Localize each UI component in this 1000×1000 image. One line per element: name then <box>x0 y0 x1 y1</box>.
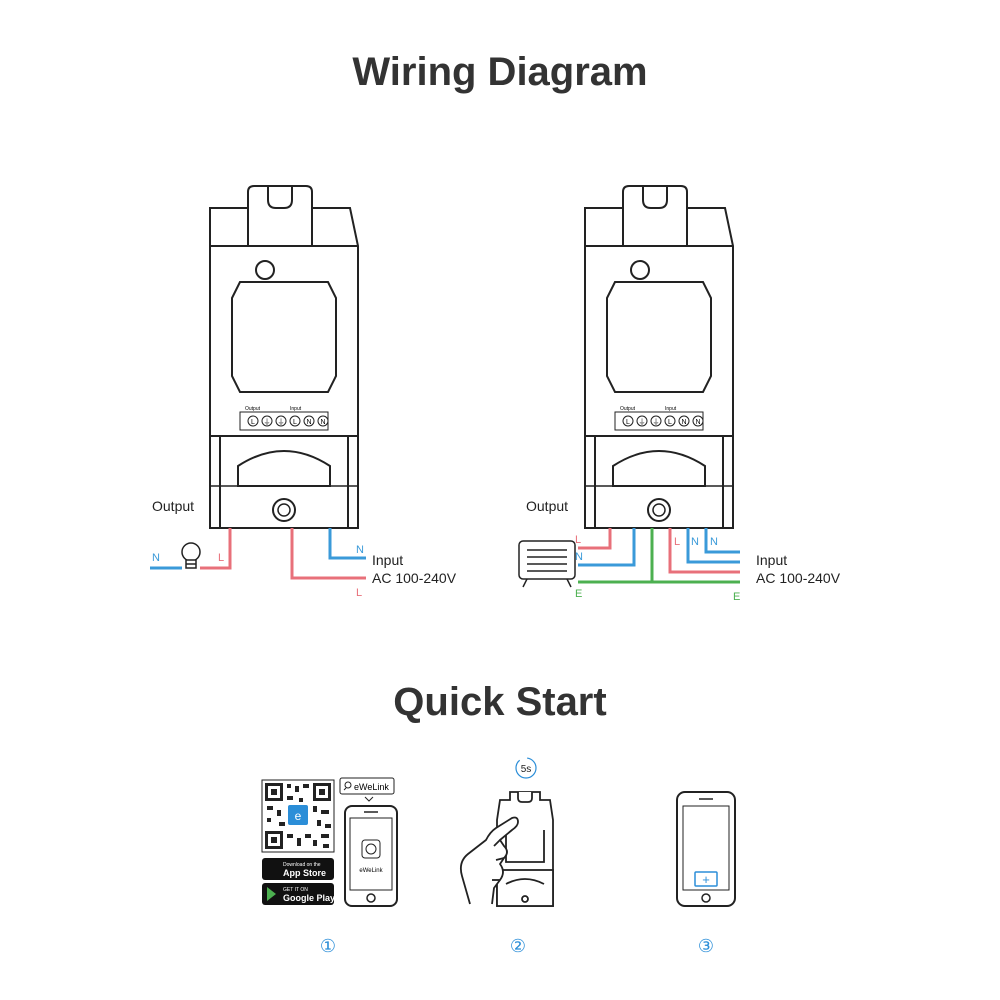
terminal-block: L ⏚ ⏚ L N N Output Input <box>239 406 329 431</box>
right-l-label-load: L <box>575 534 581 546</box>
left-voltage-label: AC 100-240V <box>372 570 457 586</box>
right-input-label: Input <box>756 552 787 568</box>
terminal-label: N <box>681 419 686 426</box>
earth-wire-input <box>650 528 740 584</box>
terminal-label: L <box>251 419 255 426</box>
svg-text:Download on the: Download on the <box>283 862 321 868</box>
qr-code: e <box>261 779 335 853</box>
earth-wire-load <box>578 528 654 584</box>
right-wiring <box>578 528 740 584</box>
terminal-label: N <box>306 419 311 426</box>
neutral-wire-load <box>578 528 636 567</box>
step1-number: ① <box>320 936 336 956</box>
terminal-label: N <box>320 419 325 426</box>
chevron-down-icon <box>364 796 374 802</box>
terminal-group-output: Output <box>245 406 261 412</box>
left-l-label-input: L <box>356 587 362 599</box>
left-wiring <box>150 528 366 580</box>
left-n-label-load: N <box>152 552 160 564</box>
live-wire-input <box>290 528 366 580</box>
svg-text:e: e <box>295 809 302 823</box>
terminal-group-output: Output <box>620 406 636 412</box>
neutral-wire-input-1 <box>686 528 740 564</box>
add-device-button[interactable]: + <box>694 871 718 887</box>
terminal-label: ⏚ <box>639 418 646 426</box>
right-n-label-top2: N <box>710 536 718 548</box>
step3-number: ③ <box>698 936 714 956</box>
terminal-block: L ⏚ ⏚ L N N Output Input <box>614 406 704 431</box>
svg-text:eWeLink: eWeLink <box>354 782 389 792</box>
right-output-label: Output <box>526 498 568 514</box>
search-bubble: eWeLink <box>339 777 395 802</box>
terminal-label: L <box>293 419 297 426</box>
right-n-label-load: N <box>575 551 583 563</box>
smart-switch-module-left: L ⏚ ⏚ L N N Output Input <box>209 185 359 529</box>
left-n-label-input: N <box>356 544 364 556</box>
phone-add-device <box>676 791 736 907</box>
svg-text:5s: 5s <box>521 764 532 775</box>
plus-icon: + <box>702 872 710 887</box>
svg-text:GET IT ON: GET IT ON <box>283 887 308 893</box>
step3-group: + ③ <box>676 791 736 956</box>
app-store-button[interactable]: Download on the App Store <box>262 858 334 880</box>
hand-pointer-icon <box>459 816 519 905</box>
terminal-label: ⏚ <box>653 418 660 426</box>
live-wire-input <box>668 528 740 574</box>
live-wire-load <box>200 528 232 570</box>
right-voltage-label: AC 100-240V <box>756 570 841 586</box>
right-e-label-input: E <box>733 591 740 603</box>
right-e-label-load: E <box>575 588 582 600</box>
svg-text:App Store: App Store <box>283 868 326 878</box>
step1-group: e Download on the App Store GET IT ON Go… <box>261 777 398 956</box>
ewelink-app-icon <box>361 839 381 859</box>
step2-group: 5s ② <box>459 757 554 956</box>
left-output-label: Output <box>152 498 194 514</box>
terminal-group-input: Input <box>290 406 302 412</box>
right-l-label-top: L <box>674 536 680 548</box>
smart-switch-module-right: L ⏚ ⏚ L N N Output Input <box>584 185 734 529</box>
light-bulb-icon <box>181 542 201 569</box>
google-play-button[interactable]: GET IT ON Google Play <box>262 883 335 905</box>
heater-icon <box>518 540 576 588</box>
terminal-label: ⏚ <box>264 418 271 426</box>
terminal-label: L <box>626 419 630 426</box>
neutral-wire-input-2 <box>704 528 740 554</box>
terminal-label: ⏚ <box>278 418 285 426</box>
step2-number: ② <box>510 936 526 956</box>
quick-start-title: Quick Start <box>393 680 607 724</box>
phone-with-app: eWeLink <box>344 805 398 907</box>
svg-text:Google Play: Google Play <box>283 893 335 903</box>
terminal-group-input: Input <box>665 406 677 412</box>
left-l-label-load: L <box>218 552 224 564</box>
timer-icon: 5s <box>515 757 537 779</box>
left-input-label: Input <box>372 552 403 568</box>
play-icon <box>267 887 276 901</box>
search-icon <box>344 781 352 789</box>
terminal-label: L <box>668 419 672 426</box>
terminal-label: N <box>695 419 700 426</box>
live-wire-load <box>578 528 612 550</box>
svg-text:eWeLink: eWeLink <box>359 868 383 874</box>
right-n-label-top1: N <box>691 536 699 548</box>
wiring-diagram-title: Wiring Diagram <box>352 50 648 94</box>
neutral-wire-input <box>328 528 366 560</box>
